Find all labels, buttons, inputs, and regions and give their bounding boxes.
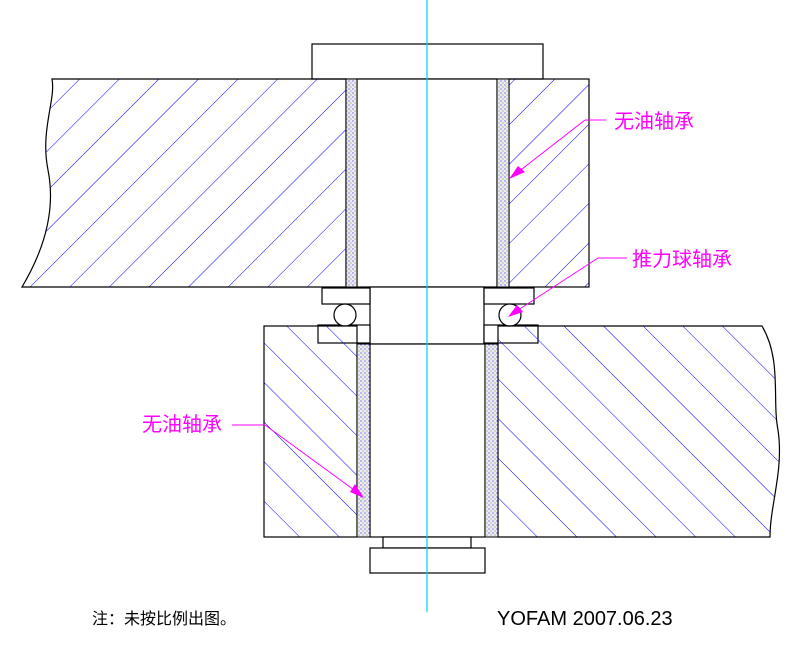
lower-bushing-right [484, 343, 499, 538]
leader-bottom-oilless [232, 424, 364, 498]
leader-top-oilless [509, 119, 606, 179]
callout-oilless-bearing-top: 无油轴承 [614, 109, 694, 133]
author-date-stamp: YOFAM 2007.06.23 [497, 608, 673, 630]
upper-bushing-left [345, 78, 358, 288]
upper-plate-left [20, 78, 347, 288]
upper-bushing-right [496, 78, 510, 288]
callout-oilless-bearing-bottom: 无油轴承 [142, 412, 222, 436]
leader-thrust-bearing [508, 257, 627, 317]
lower-plate-left [263, 325, 358, 538]
scale-note: 注：未按比例出图。 [92, 609, 237, 628]
lower-bushing-left [356, 343, 371, 538]
lower-plate-right [497, 325, 781, 538]
callout-thrust-ball-bearing: 推力球轴承 [632, 247, 732, 271]
upper-plate-right [508, 78, 590, 288]
